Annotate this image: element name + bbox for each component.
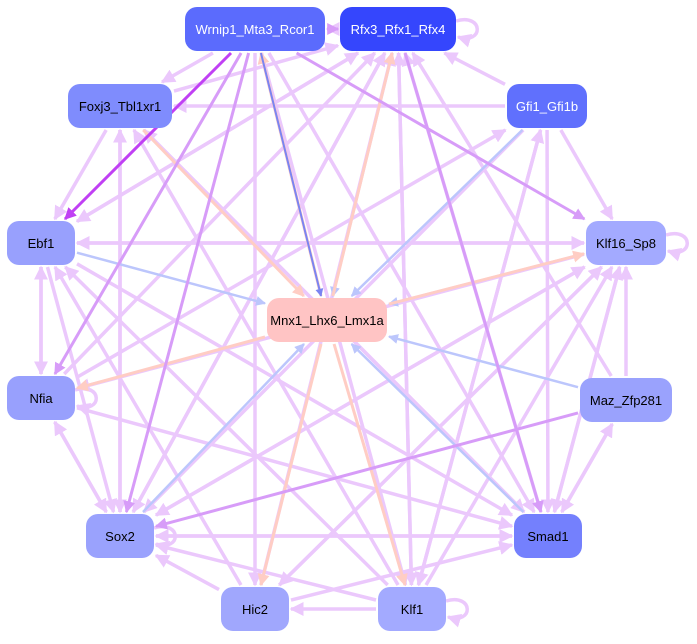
node-label: Wrnip1_Mta3_Rcor1	[195, 21, 315, 37]
edge-sox2-to-nfia	[53, 420, 108, 513]
edge-ebf1-to-smad1	[76, 262, 514, 517]
node-label: Klf1	[400, 601, 424, 617]
edge-mnx1-lhx6-lmx1a-to-hic2	[257, 343, 323, 587]
edge-smad1-to-mnx1-lhx6-lmx1a	[350, 343, 525, 513]
edge-gfi1-gfi1b-to-mnx1-lhx6-lmx1a	[350, 129, 524, 297]
node-label: Rfx3_Rfx1_Rfx4	[350, 21, 446, 37]
edge-klf1-to-klf16-sp8	[424, 265, 614, 586]
node-ebf1[interactable]: Ebf1	[7, 221, 75, 265]
node-nfia[interactable]: Nfia	[7, 376, 75, 420]
edge-wrnip1-mta3-rcor1-to-sox2	[123, 52, 251, 514]
node-hic2[interactable]: Hic2	[221, 587, 289, 631]
edge-hic2-to-sox2	[154, 553, 220, 592]
edge-nfia-to-smad1	[76, 406, 514, 530]
edge-ebf1-to-mnx1-lhx6-lmx1a	[76, 251, 266, 306]
node-gfi1-gfi1b[interactable]: Gfi1_Gfi1b	[507, 84, 587, 128]
edge-maz-zfp281-to-rfx3-rfx1-rfx4	[411, 51, 613, 377]
edge-wrnip1-mta3-rcor1-to-klf16-sp8	[295, 51, 586, 221]
edge-rfx3-rfx1-rfx4-to-smad1	[403, 52, 544, 514]
edge-mnx1-lhx6-lmx1a-to-klf16-sp8	[388, 250, 586, 306]
node-label: Klf16_Sp8	[596, 235, 656, 251]
edge-rfx3-rfx1-rfx4-to-klf1	[396, 52, 419, 587]
edge-mnx1-lhx6-lmx1a-to-klf1	[332, 343, 408, 587]
edge-klf1-to-klf1	[445, 597, 469, 628]
node-label: Gfi1_Gfi1b	[515, 98, 579, 114]
edge-rfx3-rfx1-rfx4-to-ebf1	[75, 51, 359, 223]
node-smad1[interactable]: Smad1	[514, 514, 582, 558]
node-label: Smad1	[527, 528, 569, 544]
edge-foxj3-tbl1xr1-to-ebf1	[53, 129, 108, 221]
edge-smad1-to-maz-zfp281	[560, 422, 614, 513]
edge-wrnip1-mta3-rcor1-to-foxj3-tbl1xr1	[160, 51, 214, 84]
node-label: Nfia	[29, 390, 53, 406]
edge-nfia-to-gfi1-gfi1b	[76, 128, 507, 379]
node-foxj3-tbl1xr1[interactable]: Foxj3_Tbl1xr1	[68, 84, 172, 128]
node-rfx3-rfx1-rfx4[interactable]: Rfx3_Rfx1_Rfx4	[340, 7, 456, 51]
node-maz-zfp281[interactable]: Maz_Zfp281	[580, 378, 672, 422]
edge-gfi1-gfi1b-to-rfx3-rfx1-rfx4	[443, 51, 506, 86]
node-label: Maz_Zfp281	[589, 392, 663, 408]
edge-nfia-to-rfx3-rfx1-rfx4	[62, 51, 377, 376]
edge-sox2-to-mnx1-lhx6-lmx1a	[142, 343, 305, 513]
edge-rfx3-rfx1-rfx4-to-rfx3-rfx1-rfx4	[455, 17, 479, 48]
edge-klf16-sp8-to-klf16-sp8	[665, 231, 689, 262]
edge-mnx1-lhx6-lmx1a-to-nfia	[75, 335, 266, 392]
node-sox2[interactable]: Sox2	[86, 514, 154, 558]
node-mnx1-lhx6-lmx1a[interactable]: Mnx1_Lhx6_Lmx1a	[267, 298, 387, 342]
edge-klf1-to-foxj3-tbl1xr1	[132, 128, 400, 586]
edge-klf16-sp8-to-hic2	[278, 265, 603, 587]
node-klf16-sp8[interactable]: Klf16_Sp8	[586, 221, 666, 265]
edge-wrnip1-mta3-rcor1-to-nfia	[53, 52, 243, 376]
edge-wrnip1-mta3-rcor1-to-ebf1	[63, 51, 233, 221]
node-label: Foxj3_Tbl1xr1	[78, 98, 162, 114]
node-klf1[interactable]: Klf1	[378, 587, 446, 631]
node-label: Sox2	[105, 528, 135, 544]
edge-klf1-to-sox2	[154, 541, 377, 602]
edge-gfi1-gfi1b-to-klf1	[414, 129, 543, 587]
node-label: Mnx1_Lhx6_Lmx1a	[270, 312, 384, 328]
node-label: Ebf1	[27, 235, 55, 251]
edge-gfi1-gfi1b-to-klf16-sp8	[559, 129, 614, 221]
edge-rfx3-rfx1-rfx4-to-sox2	[131, 52, 387, 514]
node-wrnip1-mta3-rcor1[interactable]: Wrnip1_Mta3_Rcor1	[185, 7, 325, 51]
edge-klf16-sp8-to-sox2	[154, 265, 586, 517]
edge-wrnip1-mta3-rcor1-to-mnx1-lhx6-lmx1a	[259, 52, 324, 297]
edge-mnx1-lhx6-lmx1a-to-rfx3-rfx1-rfx4	[331, 51, 396, 297]
edge-maz-zfp281-to-mnx1-lhx6-lmx1a	[388, 334, 579, 389]
edge-foxj3-tbl1xr1-to-mnx1-lhx6-lmx1a	[142, 128, 305, 298]
node-label: Hic2	[241, 601, 268, 617]
edge-maz-zfp281-to-sox2	[154, 411, 579, 530]
